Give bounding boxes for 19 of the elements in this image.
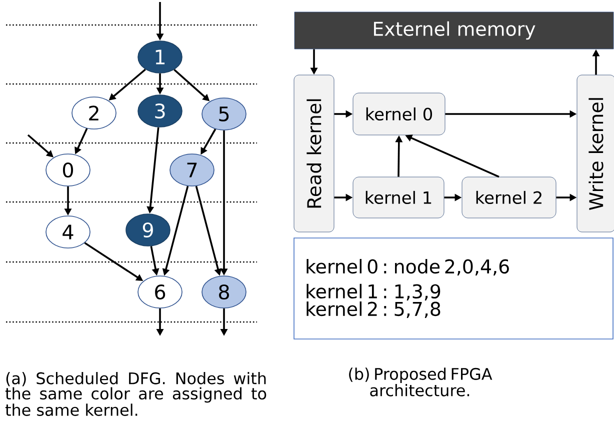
graph-node: 7 (170, 154, 214, 186)
graph-node: 6 (138, 276, 182, 308)
kernel-box: kernel 0 (352, 92, 446, 136)
kernel-box: Read kernel (294, 74, 334, 232)
assignment-box: kernel 0 : node 2,0,4,6 kernel 1 : 1,3,9 kernel 2 : 5,7,8 (294, 238, 614, 340)
kernel-box: Write kernel (576, 74, 614, 232)
graph-node: 0 (46, 154, 90, 186)
graph-node: 5 (202, 98, 246, 130)
graph-node: 1 (138, 40, 182, 74)
kernel-box: kernel 1 (352, 176, 444, 218)
kernel-box: kernel 2 (462, 176, 556, 218)
caption: (a) Scheduled DFG. Nodes with the same color are assigned to the same kernel. (5, 372, 266, 416)
graph-node: 8 (202, 276, 246, 308)
caption: (b) Proposed FPGA architecture. (349, 368, 492, 396)
graph-node: 4 (46, 216, 90, 248)
graph-node: 9 (126, 214, 170, 246)
graph-node: 3 (138, 94, 182, 128)
graph-node: 2 (72, 96, 116, 130)
memory-bar: Externel memory (294, 12, 614, 50)
